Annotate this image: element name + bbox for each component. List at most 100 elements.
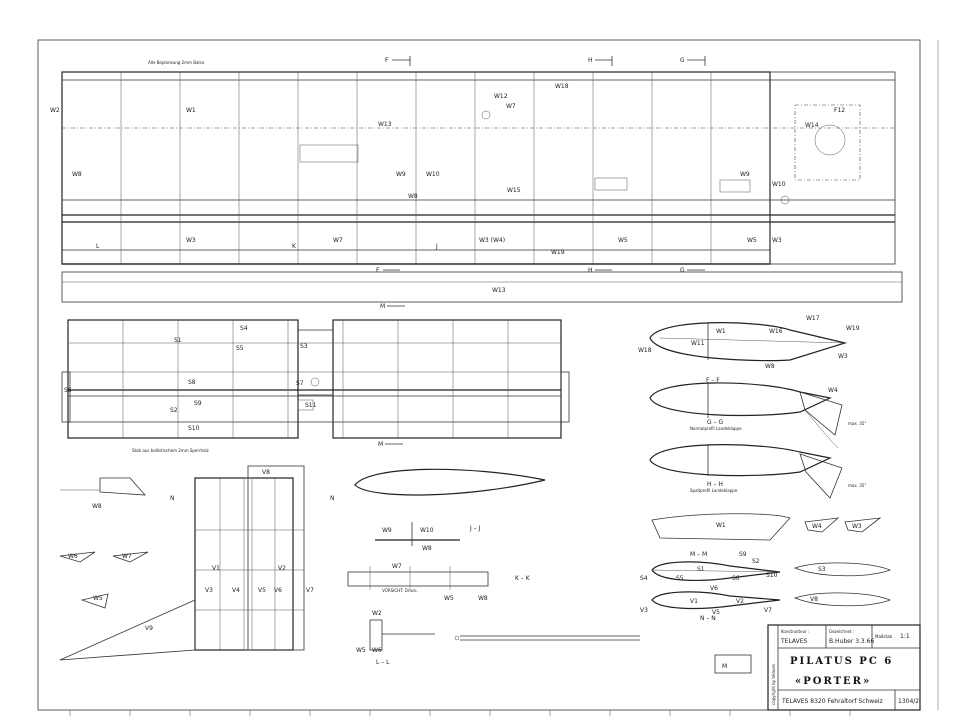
svg-text:S10: S10 (766, 572, 778, 579)
svg-text:V3: V3 (640, 607, 648, 614)
svg-text:W10: W10 (420, 527, 434, 534)
svg-text:W7: W7 (333, 237, 343, 244)
svg-text:M – M: M – M (690, 551, 707, 558)
svg-text:VORSICHT: Druck.: VORSICHT: Druck. (382, 588, 418, 593)
svg-text:W7: W7 (392, 563, 402, 570)
svg-text:W12: W12 (494, 93, 508, 100)
svg-text:G: G (680, 267, 685, 274)
svg-text:W9: W9 (382, 527, 392, 534)
svg-text:V3: V3 (205, 587, 213, 594)
konstrukteur-label: Konstrukteur : (781, 629, 809, 634)
svg-text:W3: W3 (838, 353, 848, 360)
svg-text:Normalprofil Landeklappe: Normalprofil Landeklappe (690, 426, 742, 431)
svg-text:V1: V1 (690, 598, 698, 605)
svg-text:W8: W8 (478, 595, 488, 602)
bottom-ruler (69, 710, 851, 716)
svg-text:N: N (170, 495, 175, 502)
svg-text:W5: W5 (444, 595, 454, 602)
svg-text:W3: W3 (852, 523, 862, 530)
svg-text:S10: S10 (188, 425, 200, 432)
svg-text:W17: W17 (806, 315, 820, 322)
svg-text:W6: W6 (68, 553, 78, 560)
svg-text:W1: W1 (716, 328, 726, 335)
svg-text:W5: W5 (618, 237, 628, 244)
svg-text:S5: S5 (676, 575, 684, 582)
svg-text:W5: W5 (93, 595, 103, 602)
svg-text:W11: W11 (691, 340, 705, 347)
svg-text:S8: S8 (188, 379, 196, 386)
svg-text:S6: S6 (64, 387, 72, 394)
copyright: copyright by telaves (771, 664, 776, 705)
svg-text:V1: V1 (212, 565, 220, 572)
svg-text:S2: S2 (170, 407, 178, 414)
wing-plan-view (61, 71, 903, 303)
sheet-border (37, 39, 921, 711)
spar-detail (454, 635, 640, 641)
svg-text:N: N (330, 495, 335, 502)
svg-text:W8: W8 (92, 503, 102, 510)
svg-text:W13: W13 (492, 287, 506, 294)
svg-text:V4: V4 (232, 587, 240, 594)
svg-text:V6: V6 (710, 585, 718, 592)
svg-text:V7: V7 (764, 607, 772, 614)
svg-text:V9: V9 (145, 625, 153, 632)
svg-text:S5: S5 (236, 345, 244, 352)
profile-hh: H – H Spaltprofil Landeklappe max. 35° (649, 444, 866, 499)
stab-labels: S4 S1 S5 S3 S8 S7 S9 S11 S2 S10 S6 Stab … (64, 303, 405, 453)
svg-text:G: G (680, 57, 685, 64)
svg-text:W14: W14 (805, 122, 819, 129)
svg-text:L – L: L – L (376, 659, 390, 666)
svg-text:S1: S1 (697, 566, 705, 573)
svg-text:W8: W8 (408, 193, 418, 200)
svg-text:S2: S2 (752, 558, 760, 565)
svg-text:H – H: H – H (707, 481, 723, 488)
svg-text:S11: S11 (305, 402, 317, 409)
svg-text:Spaltprofil Landeklappe: Spaltprofil Landeklappe (690, 488, 738, 493)
svg-text:V5: V5 (712, 609, 720, 616)
svg-text:H: H (588, 57, 593, 64)
svg-text:W3: W3 (772, 237, 782, 244)
svg-text:W8: W8 (422, 545, 432, 552)
svg-text:W9: W9 (740, 171, 750, 178)
svg-text:W1: W1 (186, 107, 196, 114)
svg-text:W19: W19 (846, 325, 860, 332)
profile-gg: W4 G – G Normalprofil Landeklappe max. 3… (649, 382, 866, 449)
address: TELAVES 8320 Fehraltorf Schweiz (781, 698, 883, 705)
svg-text:F: F (376, 267, 380, 274)
fin-view: V8 V1 V2 V3 V4 V5 V6 V7 V9 N N (59, 465, 335, 661)
svg-text:F12: F12 (834, 107, 845, 114)
svg-text:L: L (96, 243, 100, 250)
model-name: «PORTER» (795, 676, 871, 687)
section-markers-bottom: F H G (376, 267, 705, 274)
wing-note: Alle Beplankung 2mm Balsa (148, 60, 205, 65)
svg-text:J: J (435, 243, 438, 250)
airfoil-outline (354, 468, 546, 496)
detail-kk: K – K W7 W5 W8 VORSICHT: Druck. (347, 563, 531, 602)
stamp-box: M (714, 654, 752, 674)
profile-ff: W1 W17 W16 W11 W19 W3 W8 W18 F – F (638, 315, 860, 384)
svg-text:V6: V6 (274, 587, 282, 594)
svg-text:max. 35°: max. 35° (848, 483, 866, 488)
section-markers-top: F H G (385, 56, 706, 66)
profile-w1: W1 W4 W3 (651, 513, 882, 541)
profile-nn: N – N V6 V3 V1 V2 V5 V7 V8 (640, 585, 892, 622)
detail-jj: J – J W9 W10 W8 (375, 522, 481, 552)
svg-text:V5: V5 (258, 587, 266, 594)
svg-text:V2: V2 (278, 565, 286, 572)
svg-text:W7: W7 (506, 103, 516, 110)
profile-mm: M – M S9 S2 S1 S4 S5 S6 S10 S3 (640, 551, 892, 582)
svg-text:W4: W4 (828, 387, 838, 394)
svg-text:W6: W6 (372, 647, 382, 654)
svg-text:H: H (588, 267, 593, 274)
svg-text:S7: S7 (296, 380, 304, 387)
svg-text:Stab aus ballistischem 2mm Spe: Stab aus ballistischem 2mm Sperrholz (132, 448, 209, 453)
svg-text:J – J: J – J (469, 525, 481, 532)
svg-text:V8: V8 (262, 469, 270, 476)
svg-text:S9: S9 (739, 551, 747, 558)
svg-text:V2: V2 (736, 598, 744, 605)
svg-text:W16: W16 (769, 328, 783, 335)
svg-text:W18: W18 (555, 83, 569, 90)
svg-text:S4: S4 (640, 575, 648, 582)
stabilizer-plan-view (61, 319, 570, 439)
